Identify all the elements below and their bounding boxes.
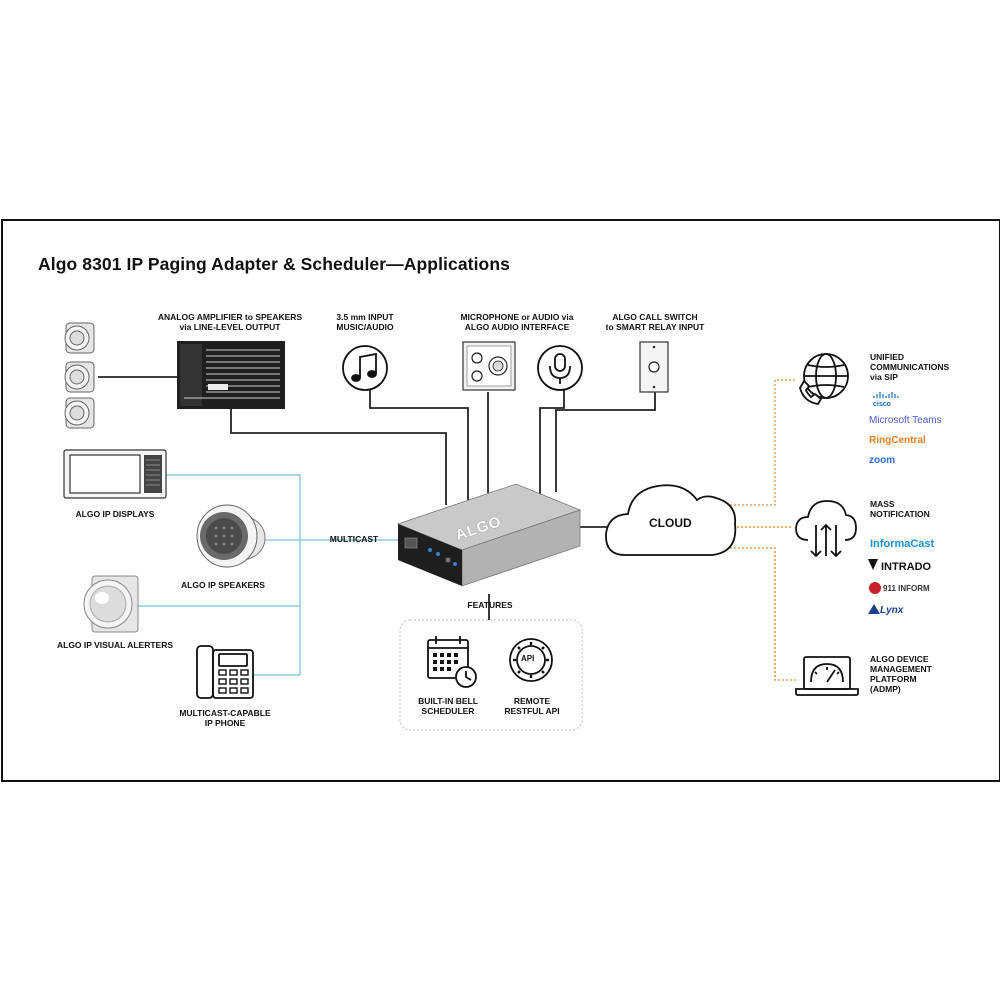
amplifier-rack-icon <box>177 341 285 409</box>
callswitch-label-line2: to SMART RELAY INPUT <box>605 322 705 332</box>
api-gear-icon <box>509 638 553 682</box>
multicast-connectors <box>137 474 398 676</box>
ip-display-icon <box>63 449 167 499</box>
mass-label-line1: MASS <box>870 499 895 509</box>
input35-label-line2: MUSIC/AUDIO <box>336 322 394 332</box>
bell-label-line2: SCHEDULER <box>421 706 475 716</box>
admp-label-line2: MANAGEMENT <box>870 664 932 674</box>
callswitch-label-line1: ALGO CALL SWITCH <box>612 312 698 322</box>
microphone-label-line1: MICROPHONE or AUDIO via <box>460 312 574 322</box>
mass-label: MASS NOTIFICATION <box>870 499 930 519</box>
cloud-icon <box>605 484 737 556</box>
phone-label-line1: MULTICAST-CAPABLE <box>179 708 271 718</box>
api-label-line1: REMOTE <box>513 696 551 706</box>
ceiling-speaker-icon <box>64 322 95 429</box>
music-note-icon <box>342 345 388 391</box>
bell-label-line1: BUILT-IN BELL <box>418 696 478 706</box>
api-label-line2: RESTFUL API <box>504 706 560 716</box>
uc-label: UNIFIED COMMUNICATIONS via SIP <box>870 352 949 382</box>
cloud-label: CLOUD <box>649 516 692 530</box>
audio-interface-icon <box>462 341 516 391</box>
calendar-clock-icon <box>427 636 477 688</box>
admp-label-line3: PLATFORM <box>870 674 917 684</box>
microphone-label: MICROPHONE or AUDIO via ALGO AUDIO INTER… <box>447 312 587 332</box>
admp-label: ALGO DEVICE MANAGEMENT PLATFORM (ADMP) <box>870 654 932 694</box>
intrado-logo-icon <box>868 559 878 570</box>
admp-label-line1: ALGO DEVICE <box>870 654 929 664</box>
globe-phone-icon <box>799 353 849 405</box>
callswitch-label: ALGO CALL SWITCH to SMART RELAY INPUT <box>595 312 715 332</box>
features-label: FEATURES <box>467 600 513 610</box>
visual-alerter-icon <box>83 575 139 633</box>
amplifier-label-line2: via LINE-LEVEL OUTPUT <box>179 322 281 332</box>
paging-adapter-device <box>396 483 582 587</box>
speakers-label: ALGO IP SPEAKERS <box>181 580 265 590</box>
input35-label-line1: 3.5 mm INPUT <box>336 312 394 322</box>
input-connectors <box>98 376 656 620</box>
call-switch-icon <box>639 341 669 393</box>
cloud-connectors <box>730 379 796 681</box>
admp-label-line4: (ADMP) <box>870 684 901 694</box>
bell-label: BUILT-IN BELL SCHEDULER <box>405 696 491 716</box>
cloud-download-icon <box>795 500 857 558</box>
brand-microsoft-teams: Microsoft Teams <box>869 415 942 426</box>
amplifier-label-line1: ANALOG AMPLIFIER to SPEAKERS <box>157 312 303 322</box>
api-label: REMOTE RESTFUL API <box>496 696 568 716</box>
brand-lynx: Lynx <box>880 605 904 616</box>
multicast-label: MULTICAST <box>329 534 379 544</box>
alerters-label: ALGO IP VISUAL ALERTERS <box>56 640 174 650</box>
laptop-gauge-icon <box>795 656 859 696</box>
page-title: Algo 8301 IP Paging Adapter & Scheduler—… <box>38 254 510 274</box>
brand-911inform: 911 INFORM <box>883 584 930 593</box>
911inform-logo-icon <box>869 582 881 594</box>
uc-label-line2: COMMUNICATIONS <box>870 362 950 372</box>
brand-zoom: zoom <box>869 455 896 466</box>
microphone-icon <box>537 345 583 391</box>
ip-speaker-icon <box>196 504 266 568</box>
phone-label: MULTICAST-CAPABLE IP PHONE <box>165 708 285 728</box>
phone-label-line2: IP PHONE <box>204 718 246 728</box>
uc-label-line1: UNIFIED <box>870 352 904 362</box>
brand-intrado: INTRADO <box>881 561 932 573</box>
mass-label-line2: NOTIFICATION <box>870 509 930 519</box>
amplifier-label: ANALOG AMPLIFIER to SPEAKERS via LINE-LE… <box>150 312 310 332</box>
api-icon-text: API <box>521 654 535 663</box>
brand-ringcentral: RingCentral <box>869 435 926 446</box>
features-box <box>399 619 583 731</box>
displays-label: ALGO IP DISPLAYS <box>75 509 155 519</box>
lynx-logo-icon <box>868 604 880 614</box>
cisco-logo-icon <box>873 392 899 398</box>
microphone-label-line2: ALGO AUDIO INTERFACE <box>464 322 570 332</box>
brand-cisco: cisco <box>873 401 891 408</box>
input35-label: 3.5 mm INPUT MUSIC/AUDIO <box>320 312 410 332</box>
uc-label-line3: via SIP <box>870 372 898 382</box>
brand-informacast: InformaCast <box>870 538 935 550</box>
ip-phone-icon <box>196 645 254 699</box>
